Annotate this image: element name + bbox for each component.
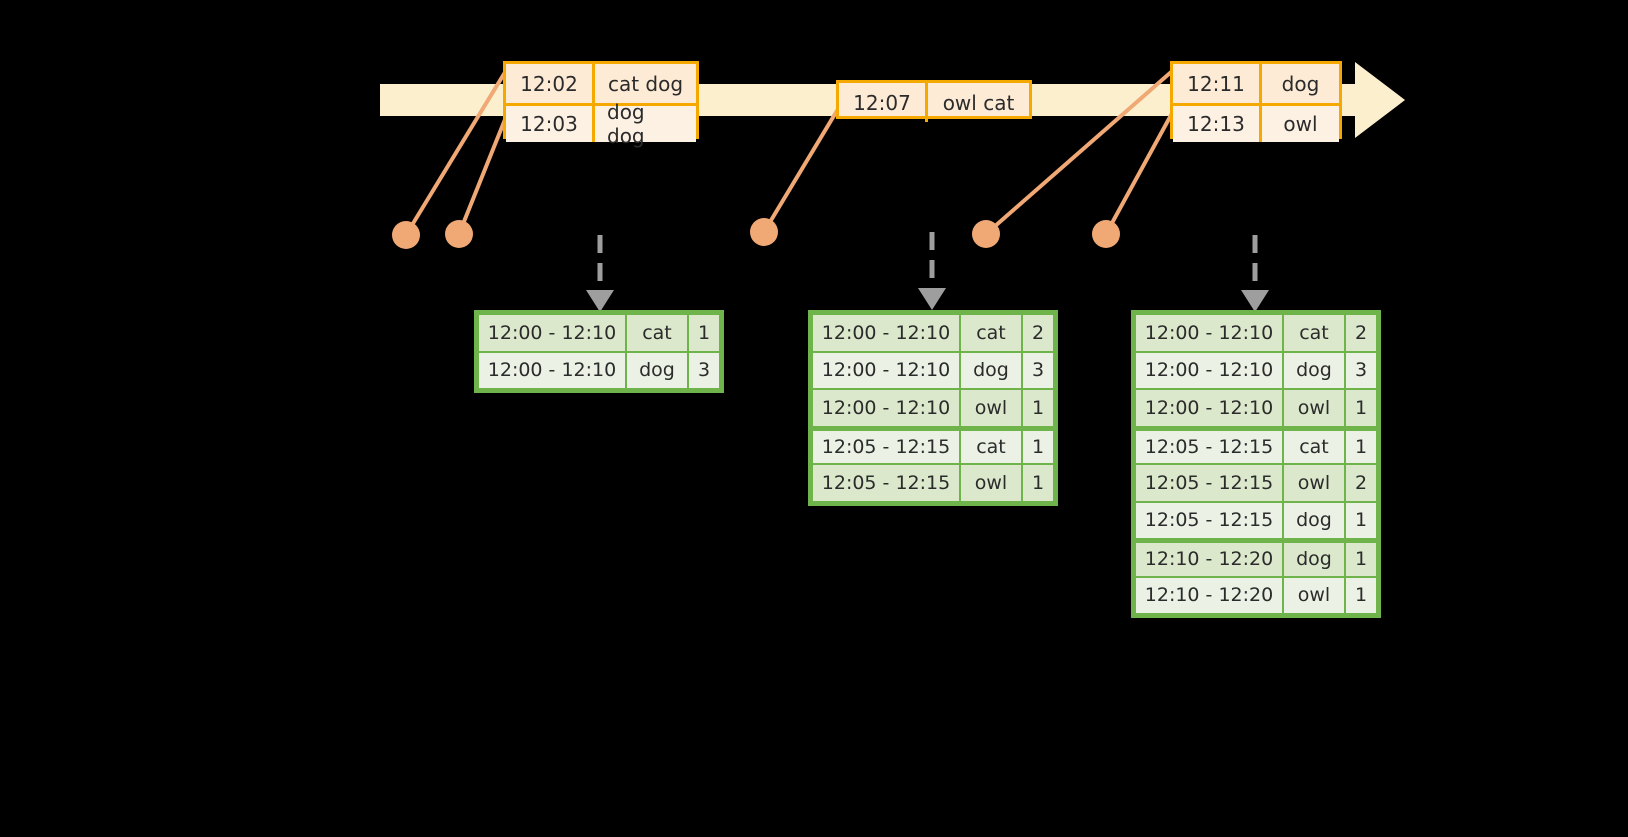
event-row[interactable]: 12:13 owl [1173, 103, 1339, 142]
event-words: dog [1281, 71, 1320, 96]
window-cell: 12:05 - 12:15 [813, 430, 959, 463]
connector-dots [392, 218, 1120, 249]
window-cell: 12:00 - 12:10 [813, 352, 959, 388]
connector-dot-4 [972, 220, 1000, 248]
count-cell: 3 [689, 352, 719, 388]
window-cell: 12:05 - 12:15 [813, 465, 959, 501]
window-cell: 12:05 - 12:15 [1136, 430, 1282, 463]
event-row[interactable]: 12:07 owl cat [839, 83, 1029, 122]
word-cell: dog [961, 352, 1021, 388]
word-cell: owl [1284, 465, 1344, 501]
window-cell: 12:00 - 12:10 [479, 352, 625, 388]
event-row[interactable]: 12:03 dog dog [506, 100, 696, 148]
count-cell: 1 [1023, 430, 1053, 463]
word-cell: dog [1284, 352, 1344, 388]
count-cell: 3 [1346, 352, 1376, 388]
event-words: owl [1283, 112, 1318, 136]
window-cell: 12:10 - 12:20 [1136, 577, 1282, 613]
event-time: 12:02 [506, 64, 595, 103]
connector-dot-1 [392, 221, 420, 249]
count-cell: 1 [1023, 390, 1053, 426]
dashed-arrows [597, 232, 1258, 292]
window-cell: 12:00 - 12:10 [813, 315, 959, 351]
word-cell: cat [961, 430, 1021, 463]
count-cell: 2 [1346, 315, 1376, 351]
event-group-2[interactable]: 12:07 owl cat [836, 80, 1032, 122]
word-cell: owl [961, 390, 1021, 426]
count-cell: 1 [1346, 543, 1376, 576]
word-cell: owl [1284, 390, 1344, 426]
word-cell: owl [961, 465, 1021, 501]
event-row[interactable]: 12:11 dog [1173, 64, 1339, 103]
count-cell: 1 [1346, 390, 1376, 426]
count-cell: 1 [1346, 502, 1376, 538]
event-time: 12:03 [506, 106, 595, 142]
window-cell: 12:00 - 12:10 [1136, 390, 1282, 426]
dashed-arrow-heads [586, 288, 1269, 312]
count-cell: 1 [1346, 430, 1376, 463]
event-group-3[interactable]: 12:11 dog 12:13 owl [1170, 61, 1342, 142]
word-cell: dog [1284, 502, 1344, 538]
event-time: 12:07 [839, 83, 928, 122]
event-words: dog dog [607, 100, 645, 148]
word-cell: owl [1284, 577, 1344, 613]
word-cell: cat [1284, 315, 1344, 351]
word-cell: cat [961, 315, 1021, 351]
window-cell: 12:05 - 12:15 [1136, 502, 1282, 538]
connector-dot-5 [1092, 220, 1120, 248]
count-cell: 3 [1023, 352, 1053, 388]
window-cell: 12:00 - 12:10 [813, 390, 959, 426]
count-cell: 2 [1023, 315, 1053, 351]
window-cell: 12:00 - 12:10 [479, 315, 625, 351]
count-cell: 1 [689, 315, 719, 351]
count-cell: 1 [1346, 577, 1376, 613]
event-group-1[interactable]: 12:02 cat dog 12:03 dog dog [503, 61, 699, 148]
window-cell: 12:10 - 12:20 [1136, 543, 1282, 576]
window-cell: 12:05 - 12:15 [1136, 465, 1282, 501]
window-cell: 12:00 - 12:10 [1136, 315, 1282, 351]
connector-dot-3 [750, 218, 778, 246]
count-cell: 1 [1023, 465, 1053, 501]
word-cell: dog [1284, 543, 1344, 576]
connector-dot-2 [445, 220, 473, 248]
event-time: 12:11 [1173, 64, 1262, 103]
word-cell: cat [627, 315, 687, 351]
window-cell: 12:00 - 12:10 [1136, 352, 1282, 388]
event-words: owl cat [942, 90, 1015, 115]
count-cell: 2 [1346, 465, 1376, 501]
word-cell: cat [1284, 430, 1344, 463]
event-time: 12:13 [1173, 106, 1262, 142]
event-row[interactable]: 12:02 cat dog [506, 64, 696, 103]
event-words: cat dog [607, 71, 684, 96]
word-cell: dog [627, 352, 687, 388]
